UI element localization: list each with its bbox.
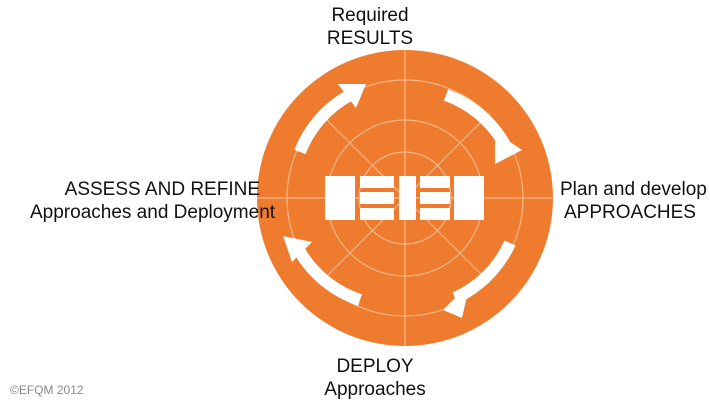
arrowhead-3	[283, 236, 312, 262]
phase-assess-line1: ASSESS AND REFINE	[64, 179, 260, 200]
phase-deploy-label: DEPLOY Approaches	[300, 355, 450, 401]
phase-deploy-line2: Approaches	[324, 379, 426, 400]
cycle-arrowheads	[283, 84, 522, 318]
phase-results-line1: Required	[331, 5, 409, 26]
phase-results-label: Required RESULTS	[300, 4, 440, 50]
arrow-deploy-to-assess	[294, 248, 363, 306]
phase-approaches-label: Plan and develop APPROACHES	[560, 178, 707, 224]
arrowhead-1	[495, 132, 522, 164]
phase-approaches-line2: APPROACHES	[564, 202, 696, 223]
radar-logo-icon	[325, 176, 484, 220]
phase-approaches-line1: Plan and develop	[560, 179, 707, 200]
copyright-notice: ©EFQM 2012	[10, 383, 84, 397]
phase-assess-line2: Approaches and Deployment	[30, 202, 276, 223]
phase-results-line2: RESULTS	[326, 28, 414, 49]
arrowhead-2	[443, 283, 470, 318]
arrow-assess-to-results	[294, 89, 354, 155]
arrowhead-4	[338, 84, 366, 108]
phase-assess-label: ASSESS AND REFINE Approaches and Deploym…	[30, 178, 276, 224]
phase-deploy-line1: DEPLOY	[336, 356, 414, 377]
